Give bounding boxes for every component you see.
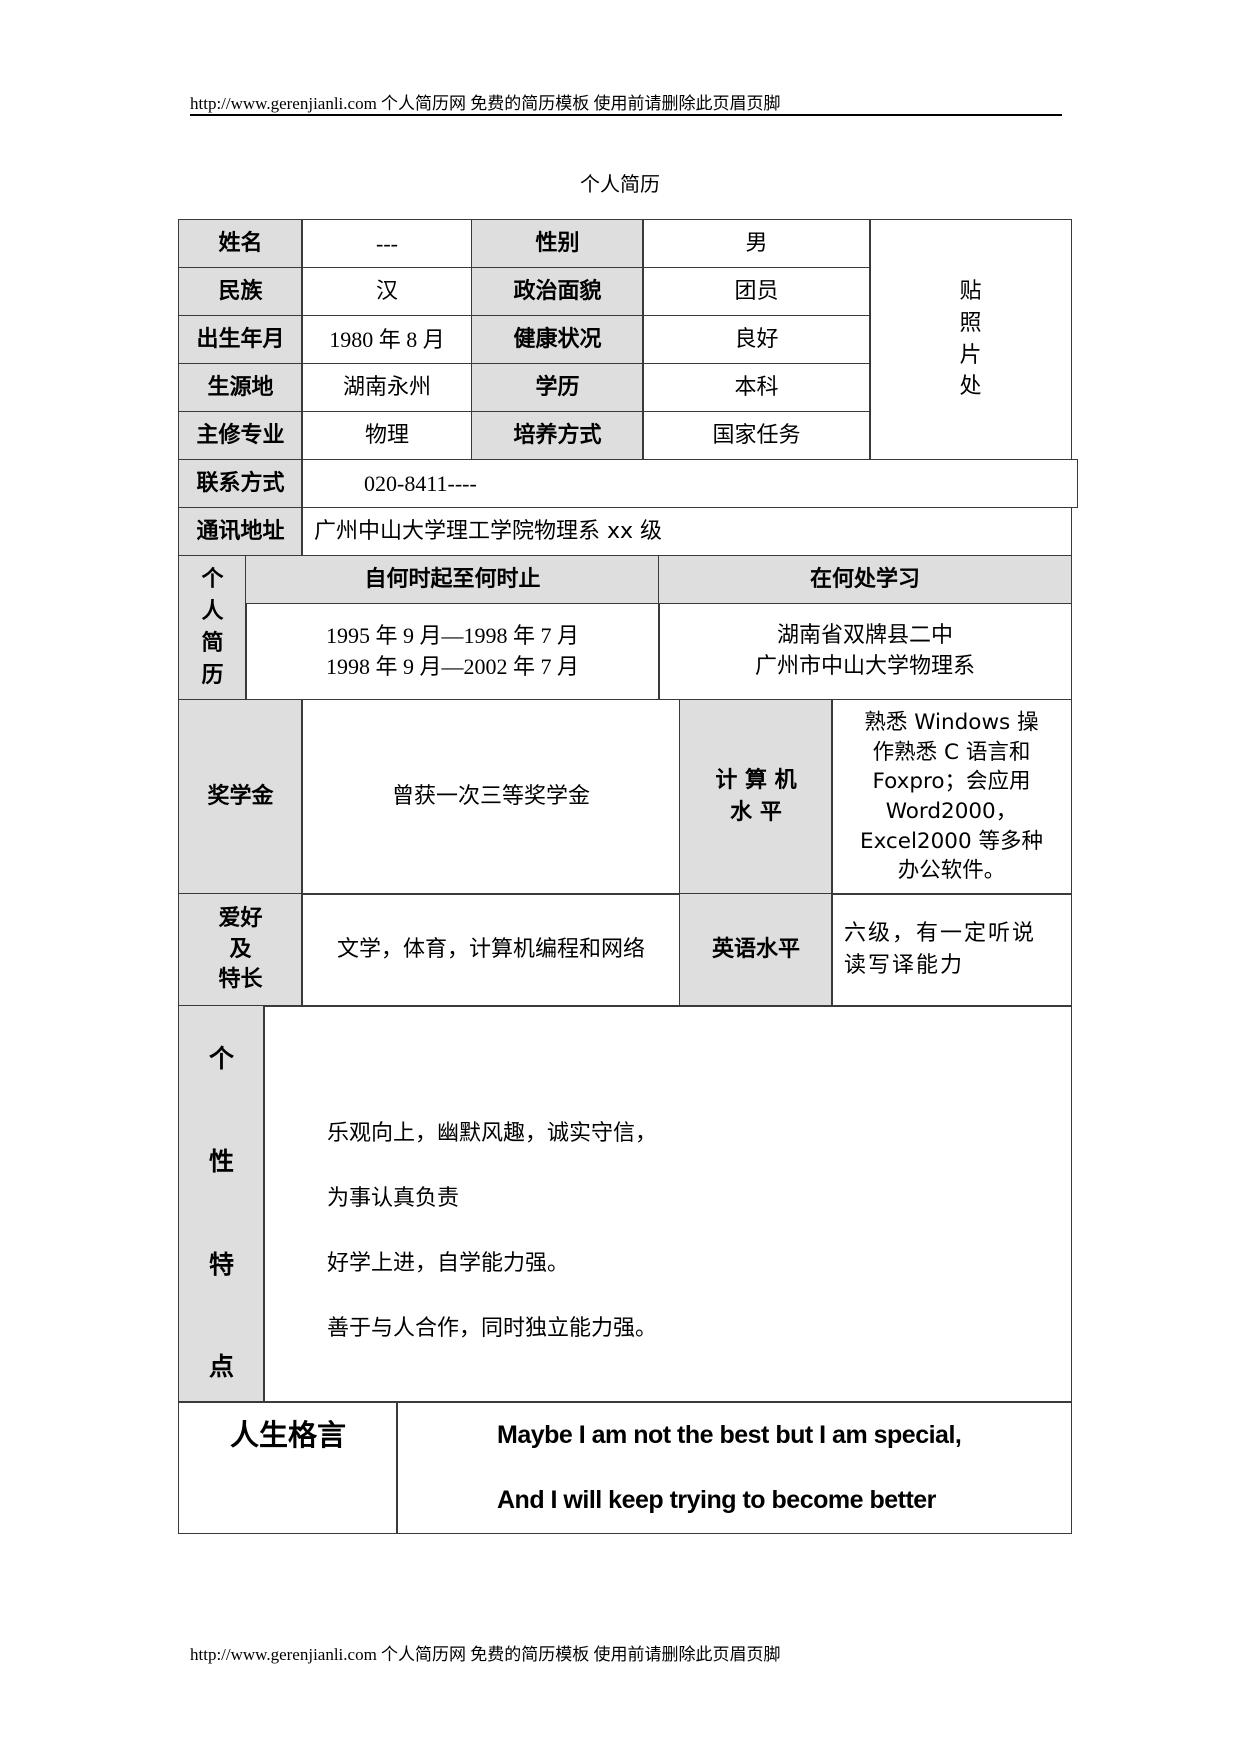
label-origin: 生源地	[178, 363, 303, 412]
computer-skill-line: 熟悉 Windows 操	[864, 710, 1039, 736]
page-footer-text: http://www.gerenjianli.com 个人简历网 免费的简历模板…	[190, 1645, 781, 1664]
personality-line: 善于与人合作，同时独立能力强。	[327, 1316, 658, 1341]
value-contact: 020-8411----	[301, 459, 1078, 508]
value-english: 六级，有一定听说 读写译能力	[831, 893, 1072, 1007]
education-place: 湖南省双牌县二中	[776, 622, 953, 648]
value-major: 物理	[301, 411, 473, 460]
label-ethnicity: 民族	[178, 267, 303, 316]
label-english: 英语水平	[679, 893, 833, 1007]
education-period: 1995 年 9 月—1998 年 7 月	[325, 622, 579, 648]
english-line: 六级，有一定听说	[844, 921, 1037, 947]
label-computer-skills: 计 算 机 水 平	[679, 699, 833, 895]
personality-line: 为事认真负责	[327, 1186, 460, 1211]
page-header-text: http://www.gerenjianli.com 个人简历网 免费的简历模板…	[190, 94, 781, 113]
label-contact: 联系方式	[178, 459, 303, 508]
personality-line: 好学上进，自学能力强。	[327, 1251, 570, 1276]
computer-label-line: 水 平	[730, 800, 782, 825]
education-place: 广州市中山大学物理系	[754, 653, 975, 679]
value-training-mode: 国家任务	[642, 411, 871, 460]
photo-char: 片	[959, 342, 982, 368]
motto-content: Maybe I am not the best but I am special…	[396, 1401, 1072, 1534]
value-degree: 本科	[642, 363, 871, 412]
personality-content: 乐观向上，幽默风趣，诚实守信， 为事认真负责 好学上进，自学能力强。 善于与人合…	[263, 1005, 1072, 1403]
english-line: 读写译能力	[844, 953, 965, 978]
personality-label-char: 特	[208, 1249, 234, 1279]
photo-char: 照	[959, 310, 982, 336]
label-motto: 人生格言	[178, 1401, 398, 1534]
value-computer-skills: 熟悉 Windows 操 作熟悉 C 语言和 Foxpro；会应用 Word20…	[831, 699, 1072, 895]
value-address: 广州中山大学理工学院物理系 xx 级	[301, 507, 1072, 556]
label-gender: 性别	[471, 219, 644, 268]
hobbies-label-line: 特长	[218, 967, 263, 993]
value-health: 良好	[642, 315, 871, 364]
personality-label-char: 性	[208, 1146, 234, 1176]
education-label-char: 简	[201, 630, 224, 656]
education-section-label: 个 人 简 历	[178, 555, 247, 700]
motto-line: And I will keep trying to become better	[497, 1486, 936, 1514]
photo-char: 处	[959, 374, 982, 400]
value-hobbies: 文学，体育，计算机编程和网络	[301, 893, 681, 1007]
label-major: 主修专业	[178, 411, 303, 460]
motto-line: Maybe I am not the best but I am special…	[497, 1421, 962, 1449]
personality-label-char: 个	[208, 1044, 234, 1073]
header-rule	[190, 114, 1062, 116]
education-label-char: 个	[201, 567, 224, 592]
personality-label-char: 点	[208, 1352, 234, 1382]
value-ethnicity: 汉	[301, 267, 473, 316]
label-address: 通讯地址	[178, 507, 303, 556]
education-header-period: 自何时起至何时止	[245, 555, 660, 604]
personality-section-label: 个 性 特 点	[178, 1005, 265, 1403]
label-political-status: 政治面貌	[471, 267, 644, 316]
photo-placeholder: 贴 照 片 处	[869, 219, 1072, 460]
computer-skill-line: Excel2000 等多种	[859, 828, 1043, 854]
education-places: 湖南省双牌县二中 广州市中山大学物理系	[658, 603, 1072, 700]
hobbies-label-line: 及	[229, 936, 252, 962]
label-hobbies: 爱好 及 特长	[178, 893, 303, 1007]
label-scholarship: 奖学金	[178, 699, 303, 895]
hobbies-label-line: 爱好	[218, 905, 263, 931]
value-scholarship: 曾获一次三等奖学金	[301, 699, 681, 895]
education-label-char: 人	[201, 598, 224, 624]
value-birth-date: 1980 年 8 月	[301, 315, 473, 364]
computer-skill-line: Word2000，	[885, 799, 1018, 824]
personality-line: 乐观向上，幽默风趣，诚实守信，	[327, 1121, 658, 1146]
label-health: 健康状况	[471, 315, 644, 364]
page-title: 个人简历	[580, 172, 660, 196]
photo-char: 贴	[959, 278, 982, 304]
label-name: 姓名	[178, 219, 303, 268]
value-name: ---	[301, 219, 473, 268]
computer-skill-line: 办公软件。	[897, 858, 1006, 884]
education-label-char: 历	[201, 662, 224, 688]
value-origin: 湖南永州	[301, 363, 473, 412]
label-training-mode: 培养方式	[471, 411, 644, 460]
education-header-place: 在何处学习	[658, 555, 1072, 604]
value-political-status: 团员	[642, 267, 871, 316]
computer-skill-line: 作熟悉 C 语言和	[872, 739, 1031, 765]
label-birth-date: 出生年月	[178, 315, 303, 364]
computer-skill-line: Foxpro；会应用	[872, 769, 1031, 795]
computer-label-line: 计 算 机	[715, 768, 797, 794]
label-degree: 学历	[471, 363, 644, 412]
education-periods: 1995 年 9 月—1998 年 7 月 1998 年 9 月—2002 年 …	[245, 603, 660, 700]
value-gender: 男	[642, 219, 871, 268]
education-period: 1998 年 9 月—2002 年 7 月	[325, 653, 579, 679]
